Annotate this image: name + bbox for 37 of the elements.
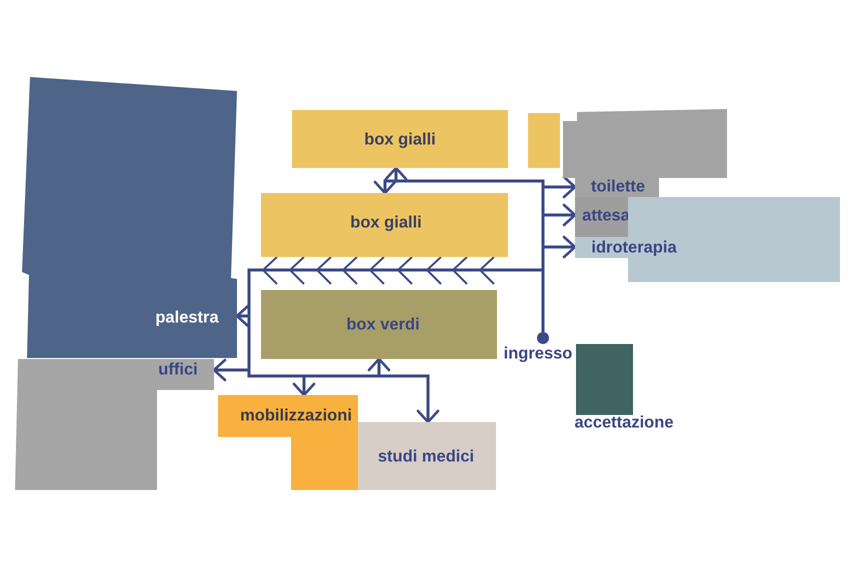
room-label: palestra — [155, 308, 219, 328]
arrow — [212, 358, 249, 382]
room-label: box verdi — [346, 316, 420, 334]
room-label: box gialli — [364, 130, 436, 150]
arrow — [236, 304, 250, 328]
room-label: attesa — [582, 206, 630, 226]
connector-line — [396, 180, 544, 187]
arrow — [543, 236, 576, 258]
arrow — [374, 180, 396, 194]
connector-line — [304, 374, 379, 378]
connector-line — [542, 270, 544, 332]
room-label: idroterapia — [591, 238, 677, 258]
connector-line — [542, 187, 544, 215]
room-label: toilette — [590, 178, 646, 196]
room-label: accettazione — [574, 414, 674, 432]
room-area — [261, 290, 497, 359]
room-area — [261, 193, 508, 257]
room-area — [528, 113, 560, 168]
room-label: mobilizzazioni — [240, 406, 352, 426]
room-label: ingresso — [504, 344, 572, 364]
connector-line — [248, 316, 250, 370]
arrow — [543, 176, 576, 198]
connector-line — [248, 370, 304, 378]
connector-line — [542, 247, 544, 270]
connector-line — [248, 268, 543, 316]
room-area — [575, 197, 628, 237]
room-label: box gialli — [350, 214, 422, 232]
room-label: uffici — [158, 360, 198, 380]
room-label: studi medici — [378, 448, 474, 466]
arrow — [543, 204, 576, 226]
arrow — [379, 374, 440, 424]
arrow — [368, 358, 390, 376]
arrow — [384, 166, 408, 181]
room-area — [358, 422, 496, 490]
room-area — [292, 110, 508, 168]
connector-line — [542, 215, 544, 247]
arrow — [292, 376, 316, 396]
